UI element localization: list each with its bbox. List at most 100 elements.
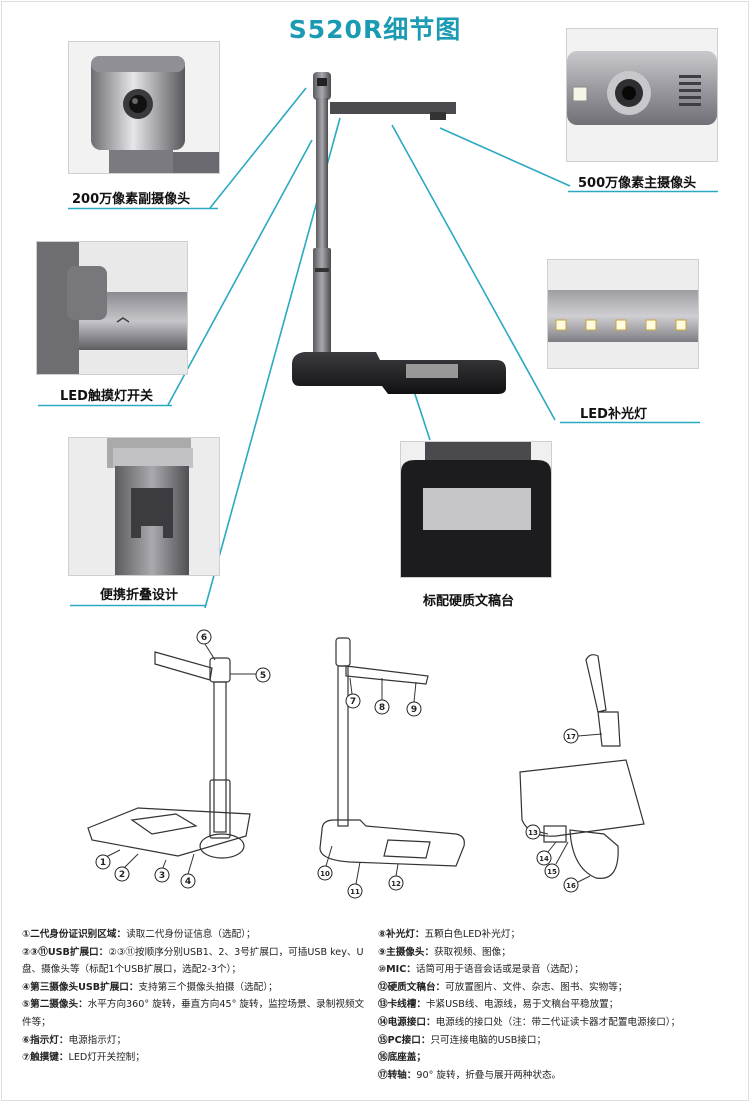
sub-camera-photo <box>68 41 220 174</box>
legend-item-number: ⑮ <box>378 1034 388 1046</box>
legend-item-text: 话筒可用于语音会话或是录音（选配）； <box>415 964 584 976</box>
callout-5: 5 <box>260 671 266 681</box>
legend-item-number: ⑰ <box>378 1069 388 1081</box>
legend-item: ⑤第二摄像头：水平方向360° 旋转，垂直方向45° 旋转，监控场景、录制视频文… <box>22 996 372 1031</box>
callout-4: 4 <box>185 877 191 887</box>
legend-item-label: 第二摄像头： <box>30 999 88 1011</box>
legend-item-label: 硬质文稿台： <box>387 981 446 993</box>
legend-item-text: 获取视频、图像； <box>434 946 511 958</box>
callout-17: 17 <box>566 733 576 741</box>
legend-item: ⑬卡线槽：卡紧USB线、电源线，易于文稿台平稳放置； <box>378 996 738 1014</box>
legend-item-number: ⑩ <box>378 964 387 976</box>
legend-item: ⑫硬质文稿台：可放置图片、文件、杂志、图书、实物等； <box>378 979 738 997</box>
callout-7: 7 <box>350 697 356 707</box>
legend-item: ①二代身份证识别区域：读取二代身份证信息（选配）； <box>22 926 372 944</box>
legend-item-text: 支持第三个摄像头拍摄（选配）； <box>138 981 278 993</box>
legend-item: ⑰转轴：90° 旋转，折叠与展开两种状态。 <box>378 1067 738 1085</box>
legend-item-text: 卡紧USB线、电源线，易于文稿台平稳放置； <box>425 999 619 1011</box>
legend-item-number: ⑧ <box>378 929 387 940</box>
legend-item-number: ⑥ <box>22 1034 31 1046</box>
main-camera-caption: 500万像素主摄像头 <box>578 176 697 191</box>
legend-item-text: 90° 旋转，折叠与展开两种状态。 <box>416 1069 562 1081</box>
legend-item-label: 转轴： <box>387 1069 417 1081</box>
callout-1: 1 <box>100 858 106 868</box>
legend-item-text: 水平方向360° 旋转，垂直方向45° 旋转，监控场景、录制视频文件等； <box>22 999 365 1028</box>
legend-item-label: 第三摄像头USB扩展口： <box>30 981 139 993</box>
legend-item-number: ⑯ <box>378 1052 388 1064</box>
legend-item: ②③⑪USB扩展口：②③⑪按顺序分别USB1、2、3号扩展口，可插USB key… <box>22 944 372 979</box>
callout-9: 9 <box>411 705 417 715</box>
led-fill-light-photo <box>547 259 699 369</box>
legend-item-number: ④ <box>22 981 31 993</box>
document-platform-photo <box>400 441 552 578</box>
callout-10: 10 <box>320 870 330 878</box>
main-camera-caption-underline <box>568 190 718 193</box>
legend-item: ⑭电源接口：电源线的接口处（注：带二代证读卡器才配置电源接口）； <box>378 1014 738 1032</box>
legend-item: ⑧补光灯：五颗白色LED补光灯； <box>378 926 738 944</box>
callout-16: 16 <box>566 882 576 890</box>
legend-item-label: 电源接口： <box>387 1016 436 1028</box>
callout-11: 11 <box>350 888 360 896</box>
page-title: S520R细节图 <box>288 15 462 44</box>
led-touch-switch-caption: LED触摸灯开关 <box>60 389 153 404</box>
callout-12: 12 <box>391 880 401 888</box>
feature-legend: ①二代身份证识别区域：读取二代身份证信息（选配）；②③⑪USB扩展口：②③⑪按顺… <box>22 926 732 1096</box>
legend-item-text: LED灯开关控制； <box>68 1052 145 1064</box>
legend-item-number: ②③⑪ <box>22 946 48 958</box>
legend-item: ⑮PC接口：只可连接电脑的USB接口； <box>378 1032 738 1050</box>
callout-6: 6 <box>201 633 207 643</box>
main-camera-photo <box>566 28 718 162</box>
callout-diagram: 1 2 3 4 5 6 7 8 9 10 11 12 13 1 <box>87 629 645 899</box>
legend-item: ⑯底座盖； <box>378 1049 738 1067</box>
legend-item-label: USB扩展口： <box>47 946 109 958</box>
legend-item-label: 触摸键： <box>30 1052 69 1064</box>
legend-item-number: ⑬ <box>378 999 388 1011</box>
legend-item-label: 指示灯： <box>30 1034 69 1046</box>
callout-2: 2 <box>119 870 125 880</box>
product-main-image <box>292 72 506 394</box>
legend-item-text: 可放置图片、文件、杂志、图书、实物等； <box>445 981 628 993</box>
folding-design-caption: 便携折叠设计 <box>100 588 179 603</box>
legend-item: ⑦触摸键：LED灯开关控制； <box>22 1049 372 1067</box>
legend-item-number: ⑫ <box>378 981 388 993</box>
legend-item-number: ⑤ <box>22 999 31 1011</box>
legend-item-number: ⑭ <box>378 1016 388 1028</box>
led-touch-switch-caption-underline <box>38 404 172 407</box>
legend-right-column: ⑧补光灯：五颗白色LED补光灯；⑨主摄像头：获取视频、图像；⑩MIC：话筒可用于… <box>378 926 738 1084</box>
legend-item-label: 补光灯： <box>386 929 425 940</box>
legend-item-text: 电源线的接口处（注：带二代证读卡器才配置电源接口）； <box>435 1016 681 1028</box>
legend-left-column: ①二代身份证识别区域：读取二代身份证信息（选配）；②③⑪USB扩展口：②③⑪按顺… <box>22 926 372 1067</box>
legend-item-number: ⑦ <box>22 1052 31 1064</box>
led-fill-light-caption-underline <box>560 421 700 424</box>
legend-item-text: ②③⑪按顺序分别USB1、2、3号扩展口，可插USB key、U盘、摄像头等（标… <box>22 946 364 976</box>
legend-item-text: 电源指示灯； <box>68 1034 127 1046</box>
led-fill-light-caption: LED补光灯 <box>580 407 647 422</box>
callout-13: 13 <box>528 829 538 837</box>
legend-item: ④第三摄像头USB扩展口：支持第三个摄像头拍摄（选配）； <box>22 979 372 997</box>
callout-15: 15 <box>547 868 557 876</box>
legend-item-text: 只可连接电脑的USB接口； <box>430 1034 547 1046</box>
sub-camera-caption-underline <box>68 207 218 210</box>
legend-item-text: 五颗白色LED补光灯； <box>424 929 521 940</box>
sub-camera-caption: 200万像素副摄像头 <box>72 192 191 207</box>
folding-design-photo <box>68 437 220 576</box>
callout-3: 3 <box>159 871 165 881</box>
folding-design-caption-underline <box>70 604 206 607</box>
legend-item-label: PC接口： <box>387 1034 431 1046</box>
led-touch-switch-photo <box>36 241 188 375</box>
legend-item-text: 读取二代身份证信息（选配）； <box>126 929 256 940</box>
legend-item-label: 二代身份证识别区域： <box>30 929 127 940</box>
document-platform-caption: 标配硬质文稿台 <box>423 594 515 609</box>
legend-item-label: 底座盖； <box>387 1052 426 1064</box>
callout-8: 8 <box>379 703 385 713</box>
legend-item-label: 主摄像头： <box>386 946 435 958</box>
legend-item: ⑨主摄像头：获取视频、图像； <box>378 944 738 962</box>
legend-item-number: ⑨ <box>378 946 387 958</box>
legend-item-label: 卡线槽： <box>387 999 426 1011</box>
legend-item-label: MIC： <box>386 964 416 976</box>
legend-item: ⑩MIC：话筒可用于语音会话或是录音（选配）； <box>378 961 738 979</box>
legend-item-number: ① <box>22 929 31 940</box>
legend-item: ⑥指示灯：电源指示灯； <box>22 1032 372 1050</box>
callout-14: 14 <box>539 855 549 863</box>
